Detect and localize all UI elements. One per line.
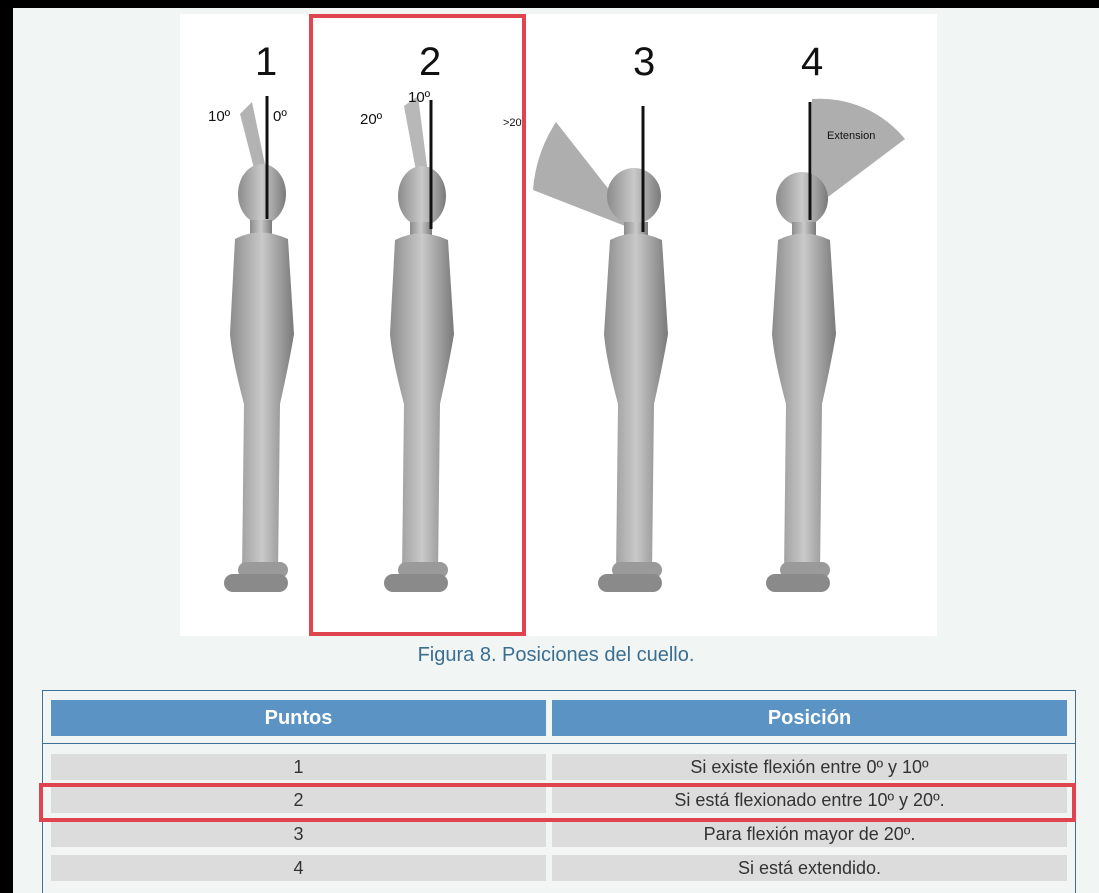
table-divider	[43, 743, 1075, 744]
figure-caption: Figura 8. Posiciones del cuello.	[13, 644, 1099, 667]
figure-1-label-left: 10º	[208, 109, 230, 124]
figure-number-1: 1	[255, 42, 277, 82]
header-posicion: Posición	[552, 700, 1067, 736]
cell-puntos: 3	[51, 821, 546, 847]
cell-posicion: Si existe flexión entre 0º y 10º	[552, 754, 1067, 780]
highlight-box-figure-2	[309, 14, 526, 636]
highlight-box-row-2	[39, 783, 1076, 822]
neck-positions-figure: 1 2 3 4 10º 0º 20º 10º >20º Extension	[180, 14, 937, 636]
neck-positions-illustration	[180, 14, 937, 636]
figure-number-4: 4	[801, 42, 823, 82]
cell-posicion: Para flexión mayor de 20º.	[552, 821, 1067, 847]
cell-posicion: Si está extendido.	[552, 855, 1067, 881]
cell-puntos: 4	[51, 855, 546, 881]
figure-number-3: 3	[633, 42, 655, 82]
figure-4-person	[766, 99, 905, 592]
figure-1-person	[224, 96, 294, 592]
figure-1-label-right: 0º	[273, 109, 287, 124]
cell-puntos: 1	[51, 754, 546, 780]
figure-4-label: Extension	[827, 131, 875, 142]
page: 1 2 3 4 10º 0º 20º 10º >20º Extension Fi…	[13, 8, 1099, 893]
figure-3-person	[533, 106, 668, 592]
header-puntos: Puntos	[51, 700, 546, 736]
